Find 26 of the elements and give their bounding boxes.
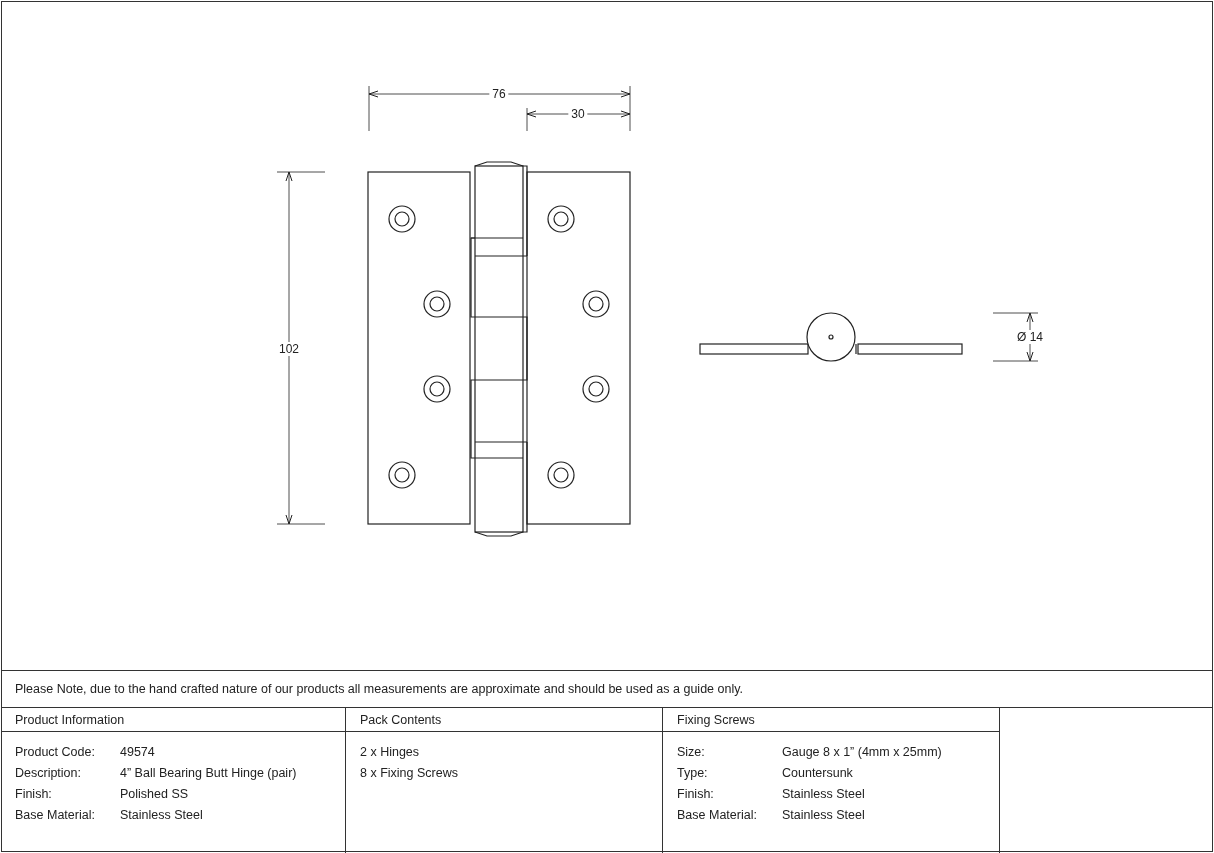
pack-item: 8 x Fixing Screws	[360, 765, 458, 780]
section-heading: Fixing Screws	[677, 712, 755, 727]
field-label: Description:	[15, 765, 81, 780]
field-label: Size:	[677, 744, 705, 759]
pack-item: 2 x Hinges	[360, 744, 420, 759]
field-label: Base Material:	[15, 807, 95, 822]
dimension-label: 102	[276, 342, 302, 356]
field-label: Product Code:	[15, 744, 95, 759]
dimension-label: 76	[489, 87, 509, 101]
field-label: Finish:	[677, 786, 714, 801]
note-text: Please Note, due to the hand crafted nature of our products all measurements are approximate and should be used as a guide only.	[15, 682, 743, 696]
field-value: Gauge 8 x 1” (4mm x 25mm)	[782, 744, 942, 759]
field-value: Countersunk	[782, 765, 853, 780]
field-value: Stainless Steel	[120, 807, 203, 822]
dimension-label: 30	[568, 107, 588, 121]
dimension-label: Ø 14	[1014, 330, 1046, 344]
field-value: 49574	[120, 744, 155, 759]
field-label: Type:	[677, 765, 708, 780]
field-value: 4” Ball Bearing Butt Hinge (pair)	[120, 765, 297, 780]
field-label: Finish:	[15, 786, 52, 801]
field-label: Base Material:	[677, 807, 757, 822]
field-value: Stainless Steel	[782, 807, 865, 822]
section-heading: Product Information	[15, 712, 125, 727]
field-value: Stainless Steel	[782, 786, 865, 801]
section-heading: Pack Contents	[360, 712, 442, 727]
field-value: Polished SS	[120, 786, 189, 801]
